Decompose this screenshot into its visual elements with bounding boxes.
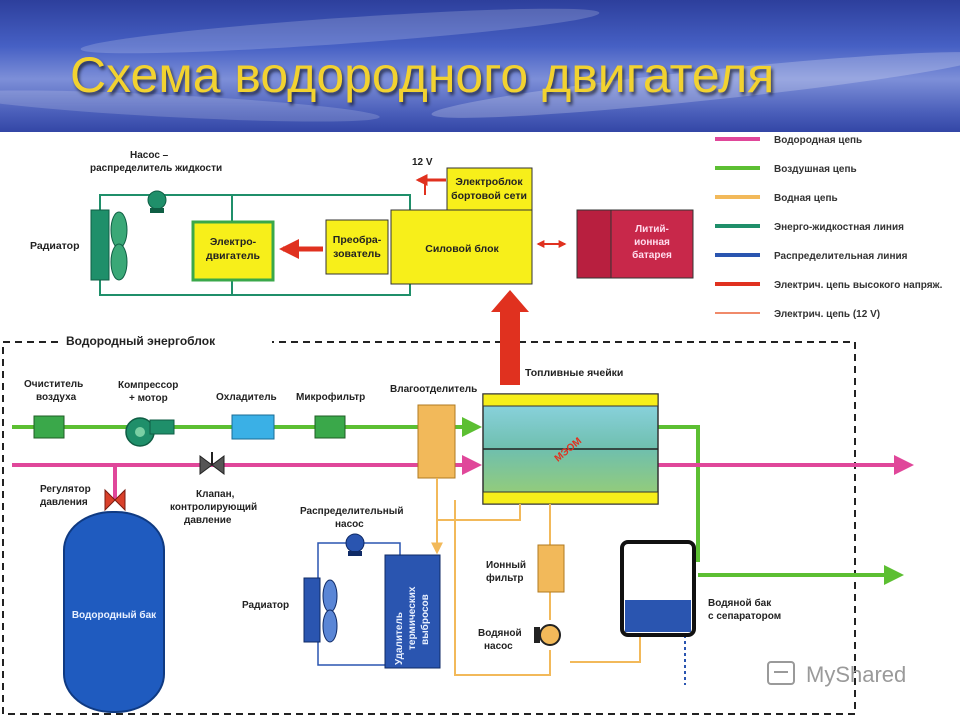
water-pump-label-1: Водяной xyxy=(478,628,522,639)
legend-label-hydrogen: Водородная цепь xyxy=(774,135,862,146)
converter-box xyxy=(325,219,389,275)
valve-label-2: контролирующий xyxy=(170,502,257,513)
microfilter-label: Микрофильтр xyxy=(296,391,365,403)
hydrogen-circuit: Клапан, контролирующий давление Регулято… xyxy=(12,452,914,713)
radiator-bottom xyxy=(303,577,321,643)
energy-unit-frame xyxy=(2,341,856,715)
watermark-text: MyShared xyxy=(806,662,906,687)
fan-blade xyxy=(322,579,338,613)
regulator-icon xyxy=(104,488,126,512)
air-cleaner-box xyxy=(33,415,65,439)
ion-filter-label-2: фильтр xyxy=(486,572,524,584)
12v-line xyxy=(424,179,446,195)
water-tank-label-1: Водяной бак xyxy=(708,597,772,609)
converter-label-2: зователь xyxy=(333,248,381,260)
water-tank-label-2: с сепаратором xyxy=(708,611,781,622)
power-block-box xyxy=(390,209,533,285)
upper-circuit: Радиатор Насос – распределитель жидкости… xyxy=(30,150,694,296)
compressor-label-2: + мотор xyxy=(129,393,168,404)
onboard-label-1: Электроблок xyxy=(455,176,523,188)
heat-exchanger-box xyxy=(384,554,441,669)
humidifier-box xyxy=(417,404,456,479)
radiator-bottom-label: Радиатор xyxy=(242,600,289,611)
pump-label-1: Насос – xyxy=(130,150,169,161)
converter-label-1: Преобра- xyxy=(333,234,382,246)
motor-label-1: Электро- xyxy=(210,236,257,248)
water-return xyxy=(454,500,551,676)
title-banner: Схема водородного двигателя xyxy=(0,0,960,132)
energy-unit-tag xyxy=(62,329,272,351)
water-from-tank xyxy=(570,635,641,663)
battery-label-1: Литий- xyxy=(635,224,669,235)
watermark: MyShared xyxy=(767,661,906,687)
fuel-cells-label: Топливные ячейки xyxy=(525,367,623,379)
regulator-label-2: давления xyxy=(40,497,88,508)
watermark-logo-icon xyxy=(767,661,795,685)
water-pump-body xyxy=(534,627,540,643)
pump-base xyxy=(150,208,164,213)
page-title: Схема водородного двигателя xyxy=(70,47,775,103)
pump-icon xyxy=(147,190,167,210)
onboard-label-2: бортовой сети xyxy=(451,190,527,202)
distribution-pump-base xyxy=(348,551,362,556)
water-pump-icon xyxy=(539,624,561,646)
legend-label-energy-liquid: Энерго-жидкостная линия xyxy=(774,222,904,233)
power-block-label: Силовой блок xyxy=(425,243,499,255)
stack-plate xyxy=(482,393,659,407)
water-circuit: Ионный фильтр Водяной насос Водяной бак … xyxy=(431,478,781,685)
pump-label-2: распределитель жидкости xyxy=(90,163,222,174)
onboard-electric-box xyxy=(446,167,533,211)
cooling-circuit: Распределительный насос Радиатор Удалите… xyxy=(242,506,441,669)
ion-filter-label-1: Ионный xyxy=(486,560,526,571)
cooler-box xyxy=(231,414,275,440)
fan-blade xyxy=(110,243,128,281)
electric-motor-box xyxy=(191,220,275,282)
heat-exchanger-label-3: выбросов xyxy=(419,594,431,645)
compressor-label-1: Компрессор xyxy=(118,380,178,391)
stack-plate xyxy=(482,491,659,505)
fan-blade xyxy=(322,609,338,643)
cooler-label: Охладитель xyxy=(216,392,277,403)
energy-unit-label: Водородный энергоблок xyxy=(66,334,216,348)
battery-label-2: ионная xyxy=(634,237,670,248)
legend-label-air: Воздушная цепь xyxy=(774,164,857,175)
battery-cell xyxy=(576,209,612,279)
hydrogen-tank-label: Водородный бак xyxy=(72,609,157,621)
legend: Водородная цепь Воздушная цепь Водная це… xyxy=(715,135,943,320)
distribution-loop xyxy=(317,640,385,666)
compressor-hub xyxy=(135,427,145,437)
hv-up-arrow xyxy=(491,290,529,385)
water-pump-label-2: насос xyxy=(484,641,513,652)
distribution-pump-icon xyxy=(345,533,365,553)
heat-exchanger-label-1: Удалитель xyxy=(394,612,405,665)
air-cleaner-label-1: Очиститель xyxy=(24,379,83,390)
fan-blade xyxy=(110,211,128,249)
legend-label-water: Водная цепь xyxy=(774,193,838,204)
hydrogen-tank xyxy=(63,511,165,713)
ion-filter-box xyxy=(537,544,565,593)
valve-label-1: Клапан, xyxy=(196,489,235,500)
legend-label-hv: Электрич. цепь высокого напряж. xyxy=(774,280,943,291)
water-tank-level xyxy=(625,600,691,632)
compressor-motor xyxy=(149,419,175,435)
dist-pump-label-1: Распределительный xyxy=(300,506,403,517)
dist-pump-label-2: насос xyxy=(335,519,364,530)
legend-label-distribution: Распределительная линия xyxy=(774,251,908,262)
air-cleaner-label-2: воздуха xyxy=(36,392,77,403)
regulator-label-1: Регулятор xyxy=(40,484,91,495)
humidifier-label: Влагоотделитель xyxy=(390,384,477,395)
battery-label-3: батарея xyxy=(632,249,672,261)
heat-exchanger-label-2: термических xyxy=(407,586,418,650)
radiator-top-label: Радиатор xyxy=(30,240,80,252)
water-loop xyxy=(436,478,521,521)
valve-label-3: давление xyxy=(184,515,232,526)
motor-label-2: двигатель xyxy=(206,250,260,262)
microfilter-box xyxy=(314,415,346,439)
legend-label-12v: Электрич. цепь (12 V) xyxy=(774,309,880,320)
radiator-top xyxy=(90,209,110,281)
voltage-label: 12 V xyxy=(412,157,433,168)
fuel-cell-stack: МЭОМ xyxy=(482,393,659,505)
